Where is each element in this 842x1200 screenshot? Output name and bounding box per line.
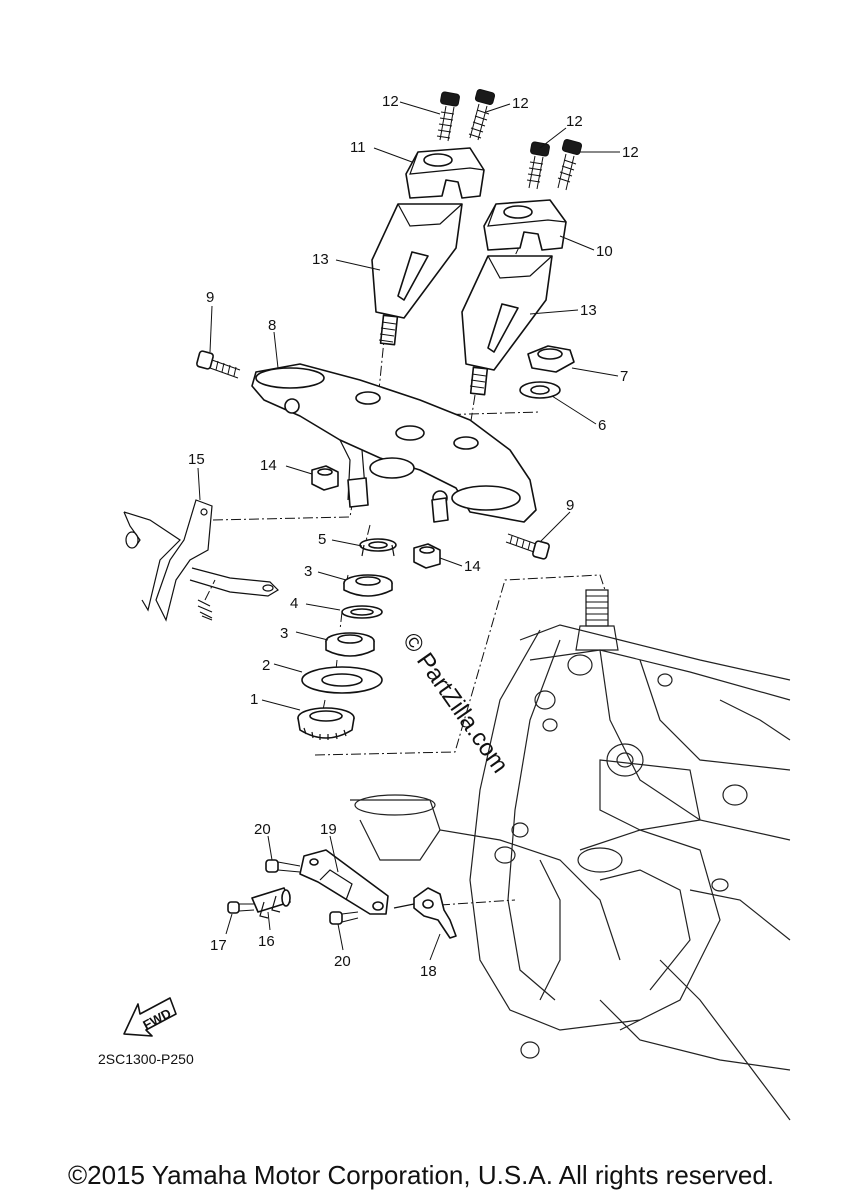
- washer-6: [519, 381, 561, 399]
- callout-6: 6: [598, 417, 606, 434]
- callout-9a: 9: [206, 289, 214, 306]
- bolt-12b: [468, 89, 496, 141]
- callout-18: 18: [420, 963, 437, 980]
- callout-12a: 12: [382, 93, 399, 110]
- bearing-cover-2: [301, 666, 383, 694]
- bolt-20b: [329, 911, 359, 925]
- diagram-code: 2SC1300-P250: [98, 1051, 194, 1067]
- bracket-19: [299, 849, 389, 915]
- bolt-12a: [436, 91, 460, 142]
- callout-17: 17: [210, 937, 227, 954]
- callout-8: 8: [268, 317, 276, 334]
- bearing-stack: [297, 538, 397, 740]
- upper-bracket-8: [251, 363, 537, 523]
- bolt-12c: [526, 141, 550, 190]
- callout-1: 1: [250, 691, 258, 708]
- callout-numbers: 12 12 12 12 11 10 13 13 9 8 7 6 14 15 9 …: [188, 93, 639, 980]
- bolt-12d: [557, 139, 583, 191]
- copyright-notice: ©2015 Yamaha Motor Corporation, U.S.A. A…: [67, 1160, 775, 1190]
- callout-10: 10: [596, 243, 613, 260]
- callout-2: 2: [262, 657, 270, 674]
- upper-handlebar-holder-11: [405, 147, 485, 199]
- bearing-1: [297, 707, 355, 740]
- callout-3b: 3: [280, 625, 288, 642]
- lower-handlebar-holder-13a: [371, 203, 463, 346]
- upper-handlebar-holder-10: [483, 199, 567, 251]
- fwd-arrow-icon: FWD: [123, 997, 177, 1037]
- callout-15: 15: [188, 451, 205, 468]
- callout-20b: 20: [334, 953, 351, 970]
- callout-19: 19: [320, 821, 337, 838]
- callout-12d: 12: [622, 144, 639, 161]
- pinch-bolt-9a: [196, 350, 241, 379]
- callout-12c: 12: [566, 113, 583, 130]
- clamp-16: [251, 887, 291, 919]
- callout-13b: 13: [580, 302, 597, 319]
- callout-3a: 3: [304, 563, 312, 580]
- callout-14a: 14: [260, 457, 277, 474]
- bolt-20a: [265, 859, 301, 873]
- nut-14a: [311, 465, 339, 491]
- callout-16: 16: [258, 933, 275, 950]
- screw-17: [227, 901, 255, 914]
- bracket-15: [123, 499, 279, 622]
- lower-bracket-parts: [227, 849, 457, 939]
- fwd-label: FWD: [140, 1006, 173, 1033]
- nut-14b: [413, 543, 441, 569]
- callout-14b: 14: [464, 558, 481, 575]
- handlebar-bolts: [436, 89, 583, 191]
- rubber-washer-4: [341, 605, 383, 619]
- callout-12b: 12: [512, 95, 529, 112]
- pinch-bolt-9b: [505, 533, 550, 560]
- ring-nut-3b: [325, 632, 375, 657]
- callout-20a: 20: [254, 821, 271, 838]
- callout-13a: 13: [312, 251, 329, 268]
- callout-5: 5: [318, 531, 326, 548]
- callout-7: 7: [620, 368, 628, 385]
- sensor-18: [393, 887, 457, 939]
- motorcycle-frame: [350, 589, 791, 1121]
- ring-nut-3a: [343, 574, 393, 597]
- leader-lines: [197, 101, 620, 961]
- callout-9b: 9: [566, 497, 574, 514]
- watermark: © PartZilla.com: [397, 628, 513, 778]
- steering-stem-nut-7: [527, 345, 575, 373]
- lock-washer-5: [359, 538, 397, 557]
- callout-11: 11: [350, 139, 366, 156]
- lower-handlebar-holder-13b: [461, 255, 553, 396]
- callout-4: 4: [290, 595, 298, 612]
